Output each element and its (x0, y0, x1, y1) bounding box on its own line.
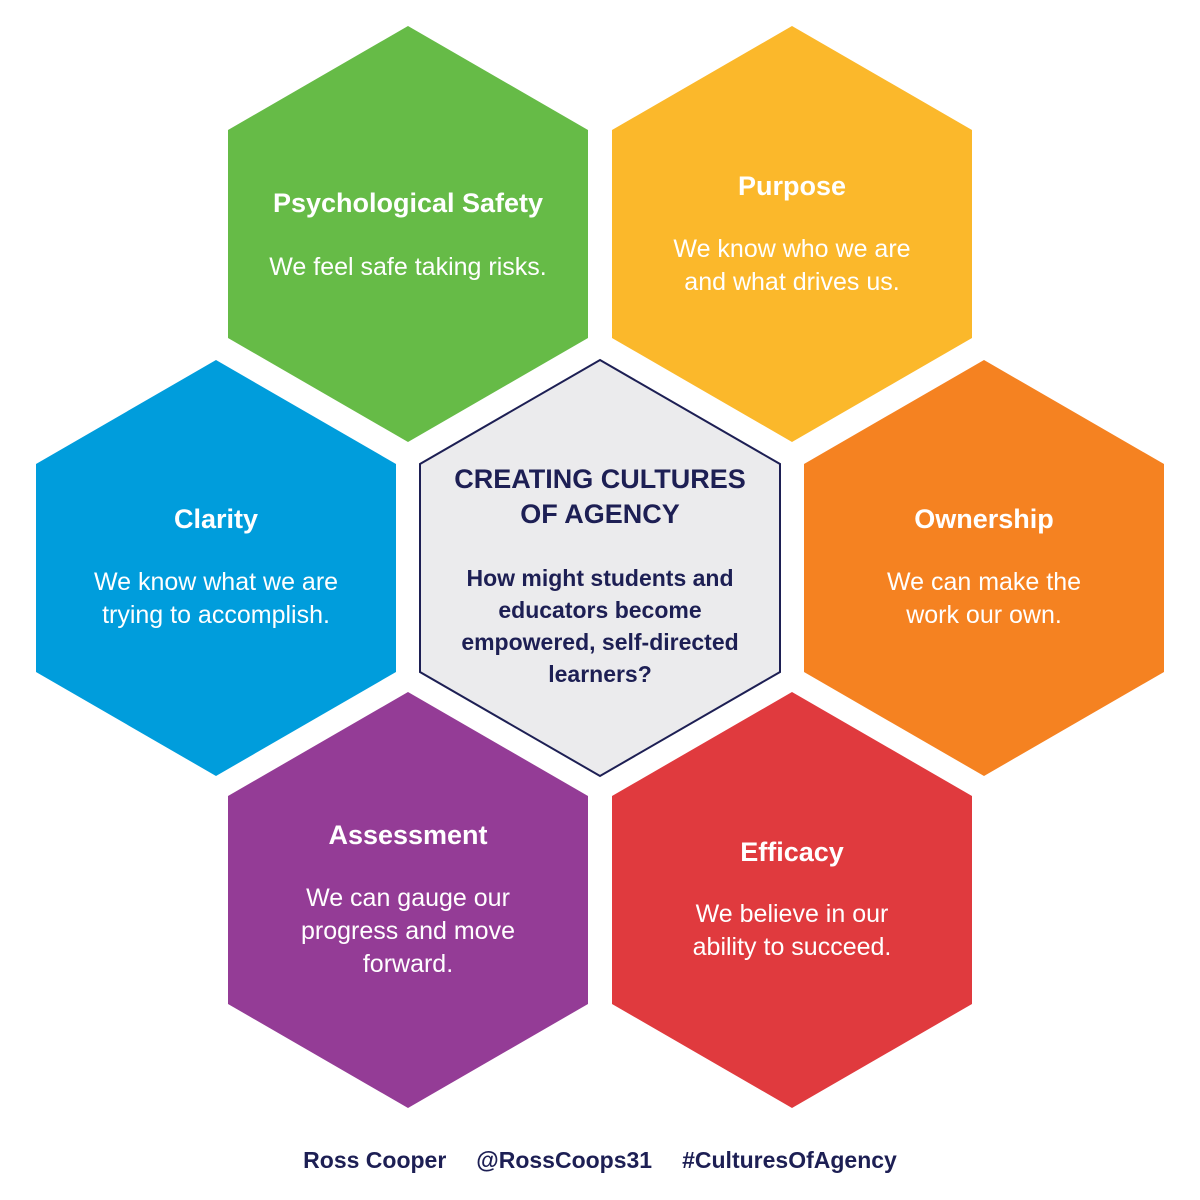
hex-center: CREATING CULTURES OF AGENCY How might st… (419, 358, 781, 778)
hex-ownership: Ownership We can make the work our own. (804, 360, 1164, 776)
hex-psychological-safety-desc-line: We feel safe taking risks. (269, 253, 546, 281)
hex-clarity-title: Clarity (174, 504, 258, 534)
hex-ownership-desc-line: work our own. (905, 601, 1062, 629)
hex-purpose-shape (612, 26, 972, 442)
center-question-line: learners? (548, 661, 652, 687)
hex-psychological-safety-shape (228, 26, 588, 442)
footer-twitter-handle[interactable]: @RossCoops31 (476, 1146, 653, 1173)
hex-ownership-shape (804, 360, 1164, 776)
hex-assessment-shape (228, 692, 588, 1108)
hex-purpose: Purpose We know who we are and what driv… (612, 26, 972, 442)
footer-hashtag[interactable]: #CulturesOfAgency (682, 1146, 897, 1173)
hex-purpose-title: Purpose (738, 171, 846, 201)
hex-clarity-shape (36, 360, 396, 776)
center-question-line: How might students and (466, 565, 733, 591)
hex-purpose-desc-line: We know who we are (673, 235, 910, 263)
center-title-line: CREATING CULTURES (454, 464, 746, 494)
hex-assessment-desc-line: We can gauge our (306, 884, 510, 912)
center-question-line: educators become (498, 597, 701, 623)
hex-efficacy-title: Efficacy (740, 837, 844, 867)
hex-psychological-safety: Psychological Safety We feel safe taking… (228, 26, 588, 442)
hex-purpose-desc-line: and what drives us. (684, 268, 899, 296)
hex-efficacy-desc-line: We believe in our (696, 900, 889, 928)
center-title-line: OF AGENCY (520, 499, 680, 529)
hex-efficacy: Efficacy We believe in our ability to su… (612, 692, 972, 1108)
hex-ownership-desc-line: We can make the (887, 568, 1081, 596)
footer-credits: Ross Cooper @RossCoops31 #CulturesOfAgen… (0, 1140, 1200, 1180)
hex-clarity-desc-line: We know what we are (94, 568, 338, 596)
hex-center-shape (419, 358, 781, 778)
hex-efficacy-desc-line: ability to succeed. (693, 933, 892, 961)
hex-assessment-desc-line: progress and move (301, 917, 515, 945)
hex-assessment-title: Assessment (328, 820, 487, 850)
hex-assessment: Assessment We can gauge our progress and… (228, 692, 588, 1108)
center-question-line: empowered, self-directed (461, 629, 738, 655)
hex-efficacy-shape (612, 692, 972, 1108)
hex-psychological-safety-title: Psychological Safety (273, 188, 543, 218)
hex-clarity: Clarity We know what we are trying to ac… (36, 360, 396, 776)
footer-author: Ross Cooper (303, 1146, 447, 1173)
hex-assessment-desc-line: forward. (363, 950, 453, 978)
hex-clarity-desc-line: trying to accomplish. (102, 601, 330, 629)
hex-ownership-title: Ownership (914, 504, 1054, 534)
